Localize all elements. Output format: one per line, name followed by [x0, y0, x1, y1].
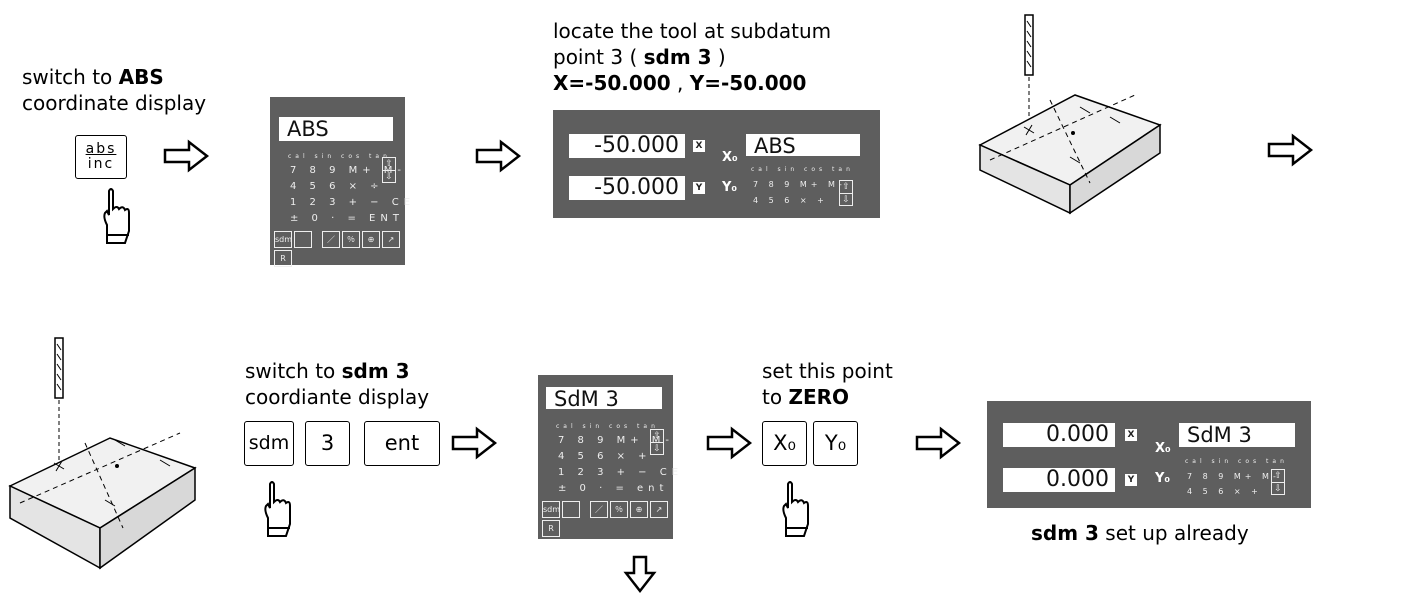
x-axis-readout: -50.000 [569, 134, 685, 158]
arrow-up-icon[interactable]: ⇧ [383, 158, 395, 171]
key-row-789[interactable]: 7 8 9 M+ M- [753, 180, 846, 189]
key-row-0[interactable]: ± 0 · = ent [558, 483, 669, 494]
arrow-down-icon[interactable]: ⇩ [385, 172, 393, 182]
abs-key-label: abs [85, 141, 117, 157]
y-axis-label: Y [693, 182, 705, 194]
step2-instruction: locate the tool at subdatum point 3 ( sd… [553, 19, 832, 95]
lcd-display: SdM 3 [1179, 423, 1295, 447]
percent-key[interactable]: ％ [610, 501, 628, 518]
arrow-right-icon [1267, 133, 1314, 167]
y-axis-readout: -50.000 [569, 176, 685, 200]
tool-offset-key[interactable] [562, 501, 580, 518]
arrow-down-icon[interactable]: ⇩ [1274, 484, 1282, 494]
y-axis-label: Y [1125, 474, 1137, 486]
step3-instruction: switch to sdm 3 coordiante display [245, 359, 430, 409]
hand-pointer-icon [103, 188, 130, 244]
function-key-row[interactable]: cal sin cos tan [556, 423, 659, 430]
key-row-123[interactable]: 1 2 3 + − CE [558, 467, 684, 478]
y-zero-button[interactable]: Y₀ [722, 180, 738, 195]
percent-key[interactable]: ％ [342, 231, 360, 248]
workpiece-with-tool-illustration [978, 14, 1162, 215]
dro-keypad-panel-sdm3: SdM 3 cal sin cos tan 7 8 9 M+ M- 4 5 6 … [538, 375, 678, 539]
ent-key[interactable]: ent [364, 421, 440, 466]
step4-instruction: set this point to ZERO [762, 359, 893, 409]
function-key-row[interactable]: cal sin cos tan [1185, 458, 1288, 465]
up-down-arrow-keys[interactable]: ⇧ ⇩ [650, 429, 664, 455]
arrow-right-icon [163, 139, 210, 173]
lcd-display: ABS [279, 117, 393, 141]
arrow-right-icon [915, 426, 962, 460]
circle-key[interactable]: ⊕ [630, 501, 648, 518]
sdm-key[interactable]: sdm [542, 501, 560, 518]
arrow-down-icon[interactable]: ⇩ [653, 444, 661, 454]
sdm-key[interactable]: sdm [244, 421, 294, 466]
line-key[interactable]: ／ [322, 231, 340, 248]
digit-3-key[interactable]: 3 [305, 421, 350, 466]
arc-key[interactable]: ↗ [382, 231, 400, 248]
y-axis-readout: 0.000 [1003, 468, 1115, 492]
arrow-right-icon [451, 426, 498, 460]
x-zero-key[interactable]: X₀ [762, 421, 807, 466]
key-row-456[interactable]: 4 5 6 × + [558, 451, 652, 462]
workpiece-with-tool-illustration [8, 337, 197, 570]
line-key[interactable]: ／ [590, 501, 608, 518]
dro-keypad-panel-abs: ABS cal sin cos tan 7 8 9 M+ M- 4 5 6 × … [270, 97, 410, 267]
dro-display-panel-sdm3: 0.000 X 0.000 Y X₀ Y₀ SdM 3 cal sin cos … [987, 401, 1311, 508]
key-row-0[interactable]: ± 0 · = ENT [290, 213, 404, 224]
key-row-456[interactable]: 4 5 6 × + [1187, 487, 1262, 496]
lcd-display: ABS [746, 134, 860, 158]
hand-pointer-icon [264, 481, 291, 537]
hand-pointer-icon [782, 481, 809, 537]
up-down-arrow-keys[interactable]: ⇧ ⇩ [382, 157, 396, 183]
bottom-function-keys[interactable]: sdm ／％⊕↗ R [274, 231, 405, 267]
x-axis-label: X [1125, 429, 1137, 441]
circle-key[interactable]: ⊕ [362, 231, 380, 248]
x-zero-button[interactable]: X₀ [1155, 441, 1171, 456]
up-down-arrow-keys[interactable]: ⇧ ⇩ [1271, 469, 1285, 495]
function-key-row[interactable]: cal sin cos tan [751, 166, 854, 173]
key-row-123[interactable]: 1 2 3 + − CE [290, 197, 416, 208]
y-zero-key[interactable]: Y₀ [813, 421, 858, 466]
arrow-up-icon[interactable]: ⇧ [840, 181, 852, 194]
arrow-right-icon [475, 139, 522, 173]
key-row-456[interactable]: 4 5 6 × + [753, 196, 828, 205]
step1-instruction: switch to ABS coordinate display [22, 65, 207, 115]
key-row-456[interactable]: 4 5 6 × ÷ [290, 181, 384, 192]
arrow-up-icon[interactable]: ⇧ [651, 430, 663, 443]
lcd-display: SdM 3 [546, 387, 662, 411]
r-key[interactable]: R [542, 520, 560, 537]
tool-offset-key[interactable] [294, 231, 312, 248]
up-down-arrow-keys[interactable]: ⇧ ⇩ [839, 180, 853, 206]
r-key[interactable]: R [274, 250, 292, 267]
arrow-down-icon[interactable]: ⇩ [842, 195, 850, 205]
arrow-up-icon[interactable]: ⇧ [1272, 470, 1284, 483]
x-axis-readout: 0.000 [1003, 423, 1115, 447]
sdm-key[interactable]: sdm [274, 231, 292, 248]
dro-display-panel-abs: -50.000 X -50.000 Y X₀ Y₀ ABS cal sin co… [553, 110, 880, 218]
key-row-789[interactable]: 7 8 9 M+ M- [290, 165, 407, 176]
key-row-789[interactable]: 7 8 9 M+ M- [1187, 472, 1280, 481]
inc-key-label: inc [87, 156, 115, 172]
function-key-row[interactable]: cal sin cos tan [288, 153, 391, 160]
arrow-right-icon [706, 426, 753, 460]
y-zero-button[interactable]: Y₀ [1155, 471, 1171, 486]
x-zero-button[interactable]: X₀ [722, 150, 738, 165]
setup-complete-caption: sdm 3 set up already [1031, 521, 1249, 545]
x-axis-label: X [693, 140, 705, 152]
bottom-function-keys[interactable]: sdm ／％⊕↗ R [542, 501, 673, 537]
arc-key[interactable]: ↗ [650, 501, 668, 518]
key-row-789[interactable]: 7 8 9 M+ M- [558, 435, 675, 446]
arrow-down-icon [623, 555, 657, 594]
abs-inc-key[interactable]: abs inc [75, 135, 127, 179]
